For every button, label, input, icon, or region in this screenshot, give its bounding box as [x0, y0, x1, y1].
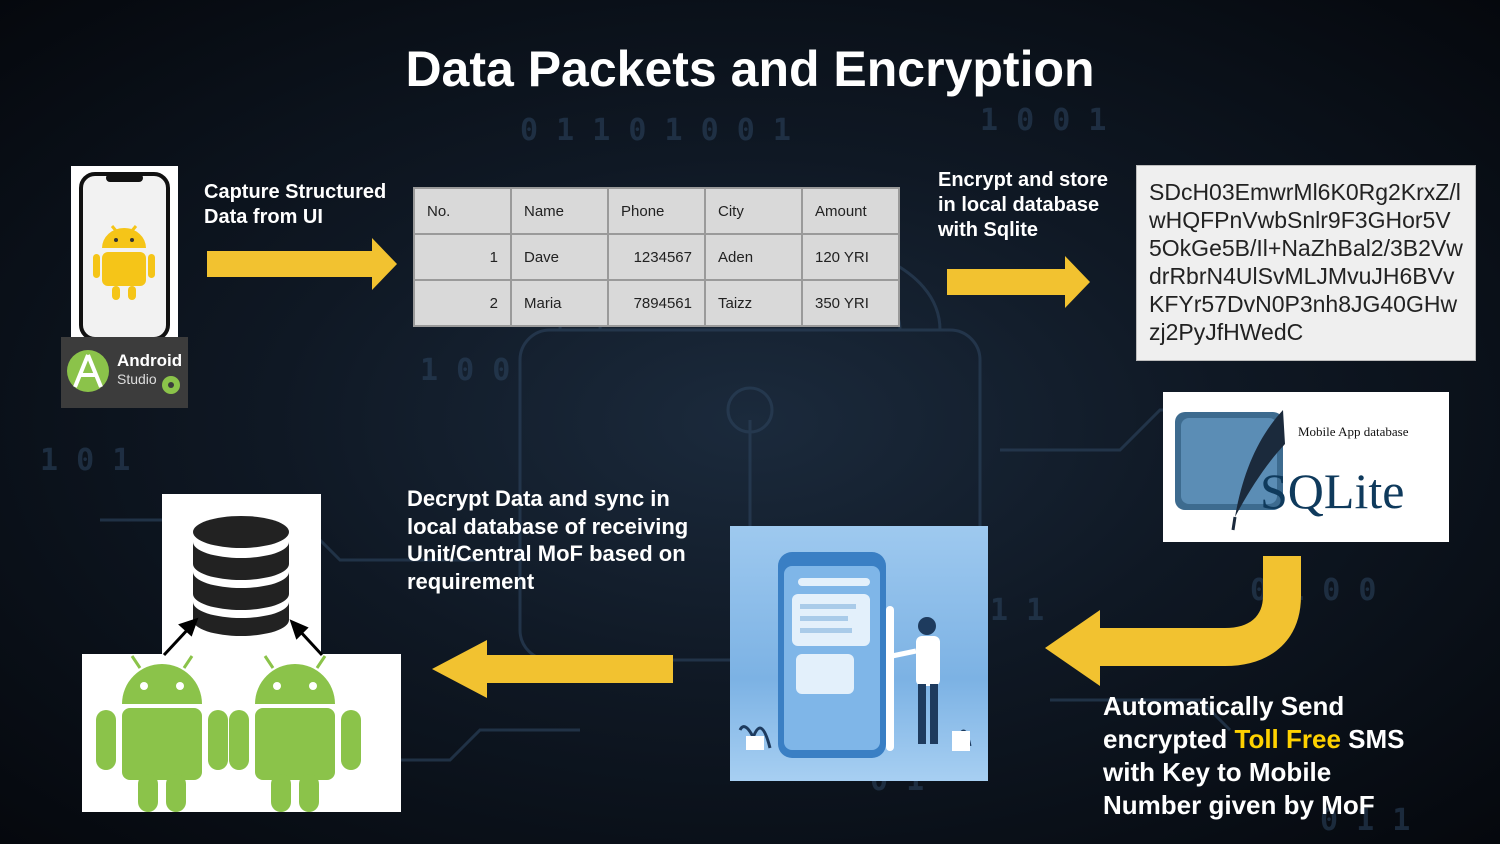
- table-row: 2 Maria 7894561 Taizz 350 YRI: [413, 279, 900, 327]
- send-sms-step-label: Automatically Send encrypted Toll Free S…: [1103, 690, 1433, 822]
- android-phone-icon: [71, 166, 178, 341]
- table-cell: 7894561: [607, 279, 706, 327]
- table-cell: 350 YRI: [801, 279, 900, 327]
- column-header: Name: [510, 187, 609, 235]
- svg-text:1 1: 1 1: [990, 593, 1044, 628]
- column-header: City: [704, 187, 803, 235]
- column-header: No.: [413, 187, 512, 235]
- encrypt-step-label: Encrypt and store in local database with…: [938, 169, 1109, 241]
- person-phone-illustration: [730, 526, 988, 781]
- arrow-right-2: [947, 256, 1090, 308]
- android-studio-logo: Android Studio: [61, 337, 188, 408]
- sync-arrows: [162, 617, 324, 657]
- table-cell: Maria: [510, 279, 609, 327]
- decrypt-step-label: Decrypt Data and sync in local database …: [407, 486, 689, 594]
- android-studio-word2: Studio: [117, 371, 157, 387]
- capture-step-label: Capture Structured Data from UI: [204, 181, 387, 228]
- svg-text:0 1 1: 0 1 1: [1320, 803, 1410, 838]
- toll-free-highlight: Toll Free: [1234, 724, 1341, 754]
- arrow-left: [432, 640, 673, 698]
- table-cell: Taizz: [704, 279, 803, 327]
- sqlite-tagline: Mobile App database: [1298, 424, 1409, 439]
- table-cell: 1: [413, 233, 512, 281]
- android-robot-icon: [82, 654, 401, 812]
- android-studio-word1: Android: [117, 351, 183, 370]
- sqlite-name: SQLite: [1260, 463, 1405, 519]
- table-cell: 1234567: [607, 233, 706, 281]
- svg-text:1 0 1: 1 0 1: [40, 443, 130, 478]
- sqlite-logo: Mobile App database SQLite: [1163, 392, 1449, 542]
- svg-text:1 0 0 1: 1 0 0 1: [980, 103, 1106, 138]
- page-title: Data Packets and Encryption: [405, 41, 1095, 97]
- send-sms-text-1: Automatically Send encrypted: [1103, 691, 1345, 754]
- encrypted-text-box: SDcH03EmwrMl6K0Rg2KrxZ/lwHQFPnVwbSnlr9F3…: [1136, 165, 1476, 361]
- table-cell: 120 YRI: [801, 233, 900, 281]
- table-cell: 2: [413, 279, 512, 327]
- arrow-curved-down-left: [1045, 556, 1301, 686]
- table-row: 1 Dave 1234567 Aden 120 YRI: [413, 233, 900, 281]
- structured-data-table: No. Name Phone City Amount 1 Dave 123456…: [413, 187, 900, 327]
- column-header: Amount: [801, 187, 900, 235]
- svg-text:1 0 0: 1 0 0: [420, 353, 510, 388]
- arrow-right-1: [207, 238, 397, 290]
- table-cell: Aden: [704, 233, 803, 281]
- column-header: Phone: [607, 187, 706, 235]
- table-cell: Dave: [510, 233, 609, 281]
- svg-text:0 1 1 0 1 0 0 1: 0 1 1 0 1 0 0 1: [520, 113, 791, 148]
- table-header-row: No. Name Phone City Amount: [413, 187, 900, 235]
- send-sms-text-2: SMS with Key to Mobile Number given by M…: [1103, 724, 1405, 820]
